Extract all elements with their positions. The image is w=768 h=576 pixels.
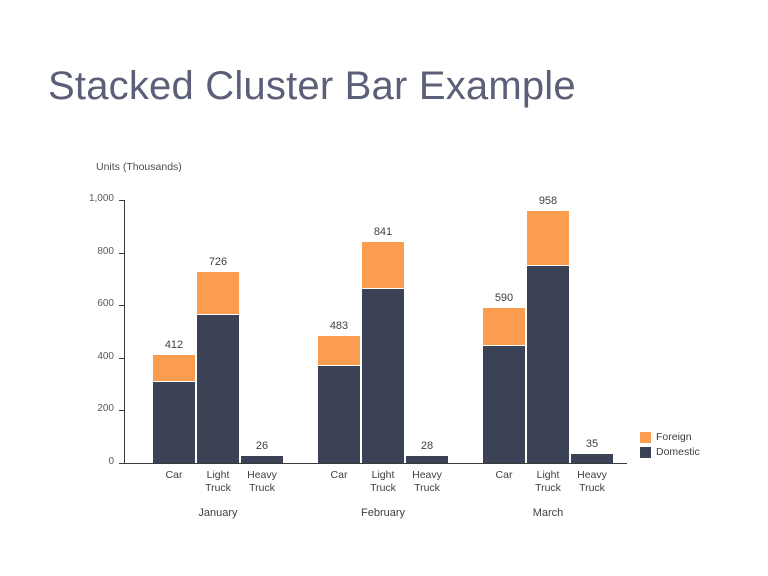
- legend-swatch-foreign: [640, 431, 651, 443]
- bar-value-label: 590: [494, 291, 514, 304]
- x-axis-category-label: Car: [495, 469, 513, 481]
- y-axis-tick-label: 1,000: [88, 193, 114, 204]
- bar-segment-domestic[interactable]: [527, 266, 569, 463]
- x-axis-line: [124, 463, 627, 464]
- bar-segment-domestic[interactable]: [406, 455, 448, 463]
- legend-item-foreign[interactable]: Foreign: [640, 431, 700, 443]
- bar-february-car[interactable]: [318, 335, 360, 463]
- y-axis-tick-label: 600: [97, 298, 114, 310]
- bar-segment-foreign[interactable]: [527, 211, 569, 266]
- x-axis-group-label: March: [532, 507, 564, 519]
- legend-label-domestic: Domestic: [656, 446, 700, 458]
- bar-value-label: 841: [373, 225, 393, 238]
- bar-value-label: 26: [255, 440, 269, 453]
- bar-segment-domestic[interactable]: [241, 456, 283, 463]
- x-axis-group-label: February: [360, 507, 406, 519]
- y-axis-tick-mark: [119, 252, 124, 254]
- y-axis-tick-label: 200: [97, 403, 114, 415]
- chart-legend: Foreign Domestic: [640, 431, 700, 458]
- bar-segment-foreign[interactable]: [153, 354, 195, 381]
- bar-january-heavy-truck[interactable]: [241, 456, 283, 463]
- legend-swatch-domestic: [640, 446, 651, 458]
- bar-value-label: 412: [164, 338, 184, 351]
- y-axis-line: [124, 200, 125, 464]
- x-axis-category-label: Car: [330, 469, 348, 481]
- bar-january-light-truck[interactable]: [197, 272, 239, 463]
- bar-march-car[interactable]: [483, 307, 525, 463]
- bar-segment-foreign[interactable]: [362, 241, 404, 289]
- y-axis-tick-mark: [119, 200, 124, 201]
- bar-value-label: 958: [538, 195, 558, 208]
- bar-march-light-truck[interactable]: [527, 211, 569, 463]
- bar-value-label: 483: [329, 319, 349, 332]
- bar-february-light-truck[interactable]: [362, 241, 404, 463]
- y-axis-tick-label: 400: [97, 350, 114, 362]
- bar-segment-foreign[interactable]: [197, 272, 239, 315]
- bar-segment-domestic[interactable]: [362, 289, 404, 463]
- bar-segment-domestic[interactable]: [197, 315, 239, 463]
- bar-segment-foreign[interactable]: [483, 307, 525, 345]
- bar-segment-domestic[interactable]: [318, 366, 360, 463]
- bar-value-label: 35: [585, 437, 599, 450]
- bar-value-label: 28: [420, 439, 434, 452]
- y-axis-tick-label: 800: [97, 245, 114, 257]
- y-axis-tick-mark: [119, 463, 124, 464]
- bar-march-heavy-truck[interactable]: [571, 453, 613, 463]
- y-axis-tick-label: 0: [108, 456, 114, 467]
- y-axis-tick-mark: [119, 305, 124, 307]
- bar-segment-domestic[interactable]: [153, 381, 195, 463]
- bar-february-heavy-truck[interactable]: [406, 455, 448, 463]
- x-axis-category-label: Car: [165, 469, 183, 481]
- page-title: Stacked Cluster Bar Example: [48, 64, 576, 108]
- legend-item-domestic[interactable]: Domestic: [640, 446, 700, 458]
- bar-value-label: 726: [208, 256, 228, 269]
- y-axis-tick-mark: [119, 410, 124, 412]
- legend-label-foreign: Foreign: [656, 431, 692, 443]
- bar-january-car[interactable]: [153, 354, 195, 463]
- x-axis-group-label: January: [198, 507, 238, 519]
- bar-segment-domestic[interactable]: [483, 345, 525, 463]
- y-axis-tick-mark: [119, 357, 124, 359]
- bar-segment-domestic[interactable]: [571, 453, 613, 463]
- y-axis-title: Units (Thousands): [96, 161, 182, 173]
- bar-segment-foreign[interactable]: [318, 335, 360, 366]
